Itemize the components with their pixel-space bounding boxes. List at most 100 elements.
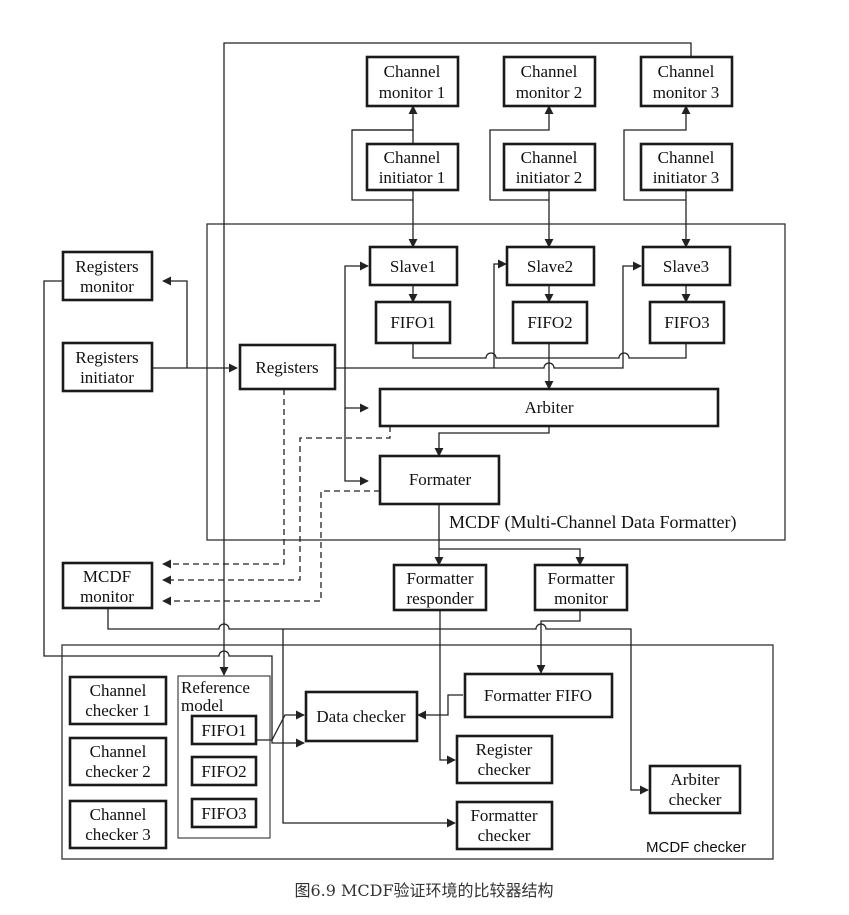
channel-initiator-1-line1: Channel bbox=[384, 148, 441, 167]
reference-model-fifo-2: FIFO2 bbox=[201, 762, 246, 781]
wire-arbiter-formater bbox=[434, 426, 550, 457]
fifo-2-label: FIFO2 bbox=[527, 313, 572, 332]
wire-initiator3-monitor3 bbox=[623, 105, 691, 201]
dash-formater-mcdfmonitor bbox=[162, 490, 380, 606]
registers-monitor-line2: monitor bbox=[80, 277, 134, 296]
wire-registers-slave2 bbox=[493, 259, 507, 368]
formatter-monitor-line1: Formatter bbox=[547, 569, 614, 588]
reference-model-fifo-1: FIFO1 bbox=[201, 721, 246, 740]
channel-initiator-3-line2: initiator 3 bbox=[653, 168, 720, 187]
mcdf-monitor: MCDF monitor bbox=[61, 561, 154, 610]
wire-reg-to-monitor bbox=[162, 276, 188, 368]
channel-checker-1-line1: Channel bbox=[90, 681, 147, 700]
formatter-checker-line2: checker bbox=[478, 826, 531, 845]
slave-1: Slave1 bbox=[368, 245, 459, 287]
dash-registers-mcdfmonitor bbox=[162, 389, 285, 569]
formatter-fifo-label: Formatter FIFO bbox=[484, 686, 592, 705]
wire-registers-arbiter bbox=[344, 368, 369, 413]
formatter-checker: Formatter checker bbox=[455, 800, 554, 851]
reference-model-fifo-3: FIFO3 bbox=[201, 804, 246, 823]
channel-checker-2: Channel checker 2 bbox=[68, 736, 168, 787]
wire-to-reference-model bbox=[219, 42, 692, 676]
channel-monitor-1: Channel monitor 1 bbox=[365, 55, 460, 108]
fifo-3-label: FIFO3 bbox=[664, 313, 709, 332]
wire-fmtfifo-datachecker bbox=[417, 694, 463, 720]
formatter-responder-line1: Formatter bbox=[406, 569, 473, 588]
channel-monitor-2: Channel monitor 2 bbox=[502, 55, 597, 108]
channel-checker-2-line1: Channel bbox=[90, 742, 147, 761]
slave-2-label: Slave2 bbox=[527, 257, 573, 276]
wire-refmodel-datachecker bbox=[256, 710, 305, 741]
channel-checker-3: Channel checker 3 bbox=[68, 799, 168, 850]
channel-checker-1-line2: checker 1 bbox=[85, 701, 151, 720]
channel-monitor-3-line2: monitor 3 bbox=[653, 83, 720, 102]
channel-monitor-1-line1: Channel bbox=[384, 62, 441, 81]
channel-checker-3-line2: checker 3 bbox=[85, 825, 151, 844]
reference-model: Reference model FIFO1 FIFO2 FIFO3 bbox=[177, 675, 271, 839]
register-checker-line2: checker bbox=[478, 760, 531, 779]
registers-block: Registers bbox=[238, 343, 337, 391]
registers-initiator-line1: Registers bbox=[75, 348, 138, 367]
channel-initiator-1: Channel initiator 1 bbox=[365, 142, 460, 192]
channel-monitor-2-line1: Channel bbox=[521, 62, 578, 81]
wire-responder-registerchecker bbox=[439, 610, 456, 765]
wire-fifo-bus bbox=[412, 343, 687, 359]
registers-initiator: Registers initiator bbox=[61, 341, 154, 393]
arbiter-block: Arbiter bbox=[378, 387, 720, 428]
slave-3-label: Slave3 bbox=[663, 257, 709, 276]
channel-checker-2-line2: checker 2 bbox=[85, 762, 151, 781]
slave-3: Slave3 bbox=[641, 245, 732, 287]
fifo-3: FIFO3 bbox=[648, 300, 726, 345]
channel-monitor-2-line2: monitor 2 bbox=[516, 83, 583, 102]
wire-registers-slave1 bbox=[344, 261, 369, 368]
channel-checker-1: Channel checker 1 bbox=[68, 675, 168, 726]
reference-model-title-line1: Reference bbox=[181, 678, 250, 697]
registers-monitor-line1: Registers bbox=[75, 257, 138, 276]
slave-2: Slave2 bbox=[505, 245, 596, 287]
channel-monitor-1-line2: monitor 1 bbox=[379, 83, 446, 102]
channel-monitor-3: Channel monitor 3 bbox=[639, 55, 734, 108]
channel-initiator-2-line2: initiator 2 bbox=[516, 168, 583, 187]
mcdf-checker-frame-label: MCDF checker bbox=[646, 839, 746, 856]
mcdf-frame-label: MCDF (Multi-Channel Data Formatter) bbox=[449, 512, 736, 533]
mcdf-frame bbox=[206, 223, 786, 541]
channel-initiator-2: Channel initiator 2 bbox=[502, 142, 597, 192]
arbiter-checker: Arbiter checker bbox=[648, 764, 742, 815]
register-checker-line1: Register bbox=[476, 740, 533, 759]
wire-initiator1-monitor1 bbox=[352, 105, 418, 131]
formatter-monitor-line2: monitor bbox=[554, 589, 608, 608]
slave-1-label: Slave1 bbox=[390, 257, 436, 276]
register-checker: Register checker bbox=[455, 734, 554, 785]
formatter-fifo: Formatter FIFO bbox=[463, 672, 614, 719]
fifo-1: FIFO1 bbox=[374, 300, 452, 345]
wire-formater-monitor bbox=[439, 548, 585, 566]
channel-initiator-1-line2: initiator 1 bbox=[379, 168, 446, 187]
channel-monitor-3-line1: Channel bbox=[658, 62, 715, 81]
registers-monitor: Registers monitor bbox=[61, 250, 154, 302]
data-checker-label: Data checker bbox=[316, 707, 406, 726]
wire-initiator2-monitor2 bbox=[489, 105, 554, 201]
formatter-responder-line2: responder bbox=[406, 589, 473, 608]
formatter-checker-line1: Formatter bbox=[470, 806, 537, 825]
channel-checker-3-line1: Channel bbox=[90, 805, 147, 824]
registers-label: Registers bbox=[255, 358, 318, 377]
arbiter-label: Arbiter bbox=[524, 398, 573, 417]
mcdf-monitor-line1: MCDF bbox=[83, 567, 131, 586]
formater-block: Formater bbox=[378, 454, 501, 506]
formater-label: Formater bbox=[409, 470, 472, 489]
data-checker: Data checker bbox=[304, 690, 419, 743]
formatter-monitor: Formatter monitor bbox=[533, 563, 629, 612]
wire-regmon-datachecker bbox=[43, 280, 305, 748]
mcdf-checker-frame bbox=[61, 644, 774, 860]
arbiter-checker-line2: checker bbox=[669, 790, 722, 809]
wire-registers-formater bbox=[344, 408, 369, 486]
channel-initiator-3: Channel initiator 3 bbox=[639, 142, 734, 192]
wire-mcdfmon-formatterchecker bbox=[282, 629, 456, 828]
wire-fmtmon-fifo bbox=[536, 610, 581, 674]
reference-model-title-line2: model bbox=[181, 696, 224, 715]
registers-initiator-line2: initiator bbox=[80, 368, 134, 387]
wire-registers-slave3 bbox=[335, 261, 642, 369]
mcdf-monitor-line2: monitor bbox=[80, 587, 134, 606]
fifo-1-label: FIFO1 bbox=[390, 313, 435, 332]
